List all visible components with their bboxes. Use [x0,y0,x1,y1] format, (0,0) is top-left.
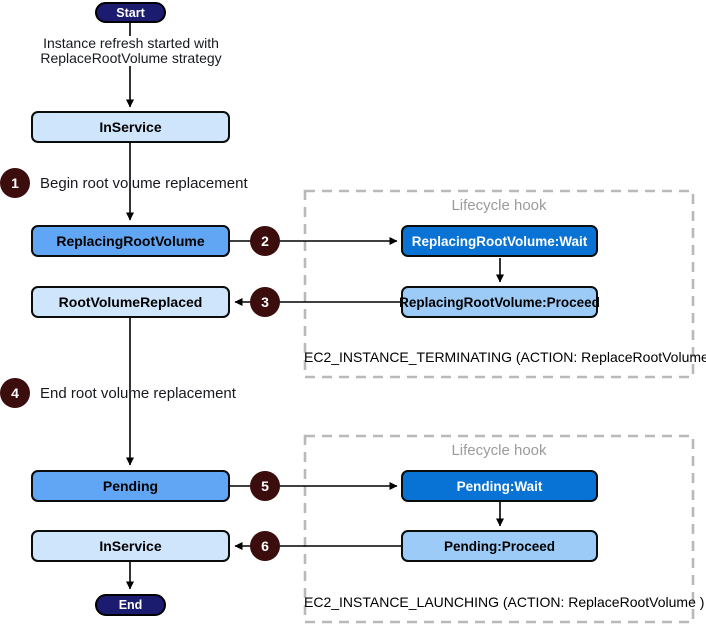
intro-annotation: Instance refresh started with ReplaceRoo… [15,36,247,66]
intro-annotation-line2: ReplaceRootVolume strategy [40,50,222,66]
lifecycle-hook-event-terminating: EC2_INSTANCE_TERMINATING (ACTION: Replac… [304,349,706,365]
lifecycle-hook-border-launching [303,434,695,624]
lifecycle-hook-event-launching: EC2_INSTANCE_LAUNCHING (ACTION: ReplaceR… [304,594,705,610]
end-terminal: End [95,594,166,616]
step-label-end-replacement: End root volume replacement [40,385,236,402]
step-circle-6: 6 [250,531,280,561]
state-box-replacingrootvolume-proceed: ReplacingRootVolume:Proceed [399,286,600,318]
lifecycle-hook-launching: Lifecycle hook EC2_INSTANCE_LAUNCHING (A… [304,435,705,623]
state-box-pending: Pending [31,470,230,502]
lifecycle-hook-title: Lifecycle hook [451,197,547,214]
lifecycle-hook-terminating: Lifecycle hook EC2_INSTANCE_TERMINATING … [304,190,706,378]
intro-annotation-line1: Instance refresh started with [43,35,219,51]
step-circle-3: 3 [250,287,280,317]
step-label-begin-replacement: Begin root volume replacement [40,175,248,192]
step-circle-5: 5 [250,471,280,501]
step-circle-4: 4 [0,378,30,408]
state-box-replacingrootvolume: ReplacingRootVolume [31,225,230,257]
state-box-inservice-2: InService [31,530,230,562]
state-box-pending-proceed: Pending:Proceed [401,530,598,562]
start-terminal: Start [95,2,166,23]
step-circle-2: 2 [250,226,280,256]
lifecycle-hook-border-terminating [303,189,695,379]
state-box-rootvolumereplaced: RootVolumeReplaced [31,286,230,318]
state-box-replacingrootvolume-wait: ReplacingRootVolume:Wait [401,225,598,257]
step-circle-1: 1 [0,168,30,198]
lifecycle-hook-title: Lifecycle hook [451,442,547,459]
state-box-pending-wait: Pending:Wait [401,470,598,502]
state-box-inservice-1: InService [31,111,230,143]
